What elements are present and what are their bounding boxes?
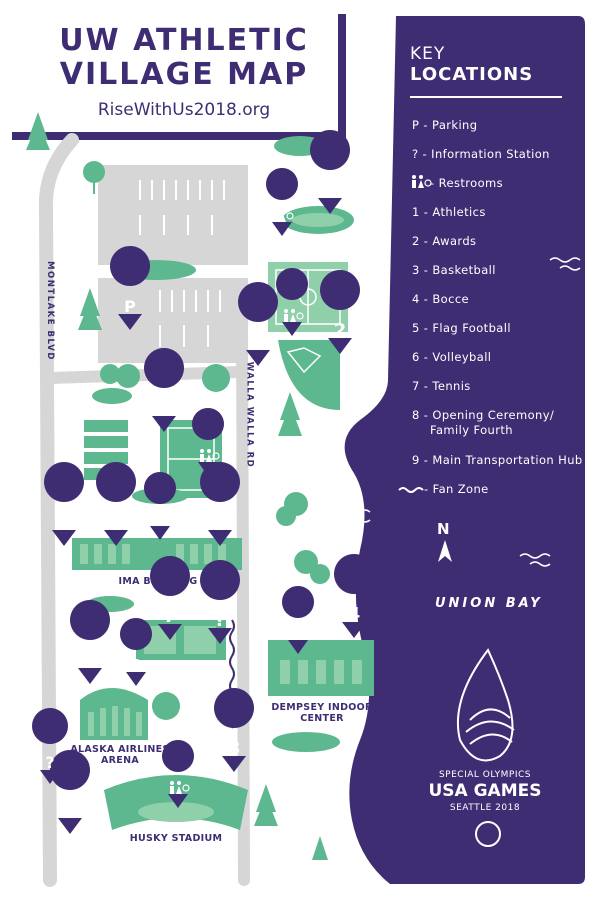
- key-item-transport-hub: 9 - Main Transportation Hub: [412, 453, 583, 467]
- key-wave-icon: [398, 487, 424, 493]
- key-item-basketball: 3 - Basketball: [412, 263, 496, 277]
- small-building-stack: [84, 420, 128, 480]
- baseball-field: [278, 340, 340, 410]
- pin-8[interactable]: [214, 688, 255, 772]
- restroom-icon: [200, 449, 220, 462]
- pin-restroom-2[interactable]: [276, 268, 309, 336]
- trees: [26, 112, 340, 860]
- pin-1-label: 1: [324, 180, 337, 201]
- pin-9[interactable]: [50, 750, 91, 834]
- pin-info-2[interactable]: [44, 462, 85, 546]
- restroom-icon: [128, 659, 148, 672]
- pin-4[interactable]: [334, 554, 375, 638]
- key-restrooms-icon: [412, 175, 432, 188]
- dempsey-label-1: DEMPSEY INDOOR: [271, 702, 373, 713]
- buildings: [72, 420, 374, 830]
- walla-walla-road: [236, 314, 250, 886]
- pin-labels: P 1 2 ? 5 ? 3 6 7 ? 4 3 8 ? 9: [45, 180, 360, 821]
- union-bay-label: UNION BAY: [435, 596, 543, 611]
- pin-1[interactable]: [310, 130, 351, 214]
- pin-9-label: 9: [64, 800, 77, 821]
- restroom-icon: [290, 627, 310, 640]
- pin-info-1[interactable]: [238, 282, 279, 366]
- logo-line1: SPECIAL OLYMPICS: [438, 770, 532, 780]
- pin-info-1-label: ?: [253, 332, 263, 353]
- pin-3b[interactable]: [70, 599, 111, 684]
- pin-info-4[interactable]: [32, 707, 69, 784]
- key-item-tennis: 7 - Tennis: [412, 379, 471, 393]
- north-label: N: [437, 520, 450, 538]
- map-title-line1: UW ATHLETIC: [59, 23, 309, 58]
- key-item-flag-football: 5 - Flag Football: [412, 321, 511, 335]
- pin-restroom-1[interactable]: [266, 167, 299, 236]
- key-item-fan-zone: - Fan Zone: [424, 482, 489, 496]
- logo-line2: USA GAMES: [428, 781, 542, 801]
- key-icons: [398, 175, 432, 493]
- alaska-arena-label-2: ARENA: [101, 755, 139, 766]
- pin-3b-label: 3: [84, 650, 97, 671]
- key-item-opening-ceremony: 8 - Opening Ceremony/: [412, 408, 555, 422]
- north-arrow-icon: [438, 540, 452, 562]
- husky-stadium-label: HUSKY STADIUM: [129, 833, 223, 844]
- pin-restroom-6[interactable]: [120, 618, 153, 686]
- pin-6-label: 6: [214, 512, 227, 533]
- pin-5[interactable]: [144, 347, 185, 432]
- key-item-info: ? - Information Station: [412, 147, 550, 161]
- pin-7[interactable]: [150, 556, 191, 640]
- key-heading: KEY: [410, 44, 446, 64]
- key-divider: [410, 96, 562, 98]
- restroom-icon: [170, 781, 190, 794]
- key-item-parking: P - Parking: [412, 118, 478, 132]
- pin-3a[interactable]: [96, 462, 137, 546]
- map-title-line2: VILLAGE MAP: [59, 57, 309, 92]
- special-olympics-logo-icon: [456, 648, 515, 847]
- pin-info-4-label: ?: [45, 753, 54, 772]
- pin-7-label: 7: [164, 606, 177, 627]
- key-subheading: LOCATIONS: [410, 64, 534, 85]
- key-item-athletics: 1 - Athletics: [412, 205, 486, 219]
- key-item-restrooms: - Restrooms: [430, 176, 503, 190]
- montlake-blvd-label: MONTLAKE BLVD: [44, 261, 55, 361]
- website-url[interactable]: RiseWithUs2018.org: [97, 100, 271, 120]
- water-waves: [339, 257, 581, 567]
- key-item-awards: 2 - Awards: [412, 234, 477, 248]
- pin-p-label: P: [124, 297, 136, 316]
- walla-walla-label: WALLA WALLA RD: [244, 361, 255, 469]
- restroom-icon: [274, 209, 294, 222]
- pin-restroom-5[interactable]: [282, 585, 315, 654]
- location-pins: [32, 130, 375, 834]
- key-item-volleyball: 6 - Volleyball: [412, 350, 492, 364]
- restroom-icon: [284, 309, 304, 322]
- restroom-icons: [128, 209, 310, 794]
- pin-2-label: 2: [334, 320, 347, 341]
- key-item-family-fourth: Family Fourth: [430, 423, 513, 437]
- alaska-arena-label-1: ALASKA AIRLINES: [70, 744, 170, 755]
- pin-info-2-label: ?: [59, 512, 69, 533]
- montlake-blvd-road: [38, 133, 79, 887]
- ima-building-label: IMA BUILDING: [118, 576, 198, 587]
- dempsey-label-2: CENTER: [300, 713, 344, 724]
- pin-8-label: 8: [228, 738, 241, 759]
- pin-restroom-3[interactable]: [192, 407, 225, 476]
- pin-2[interactable]: [320, 270, 361, 354]
- pin-5-label: 5: [158, 398, 171, 419]
- pin-3a-label: 3: [110, 512, 123, 533]
- title-block: UW ATHLETIC VILLAGE MAP RiseWithUs2018.o…: [10, 10, 346, 140]
- union-bay-water: [344, 16, 585, 884]
- pin-restroom-4[interactable]: [144, 472, 177, 540]
- restroom-icon: [152, 513, 172, 526]
- pin-6[interactable]: [200, 462, 241, 546]
- key-item-bocce: 4 - Bocce: [412, 292, 470, 306]
- pin-restroom-7[interactable]: [162, 740, 195, 808]
- pin-4-label: 4: [348, 604, 361, 625]
- logo-line3: SEATTLE 2018: [449, 803, 521, 813]
- pin-info-3-label: ?: [215, 610, 225, 631]
- pin-p[interactable]: [110, 246, 151, 330]
- pin-info-3[interactable]: [200, 560, 241, 644]
